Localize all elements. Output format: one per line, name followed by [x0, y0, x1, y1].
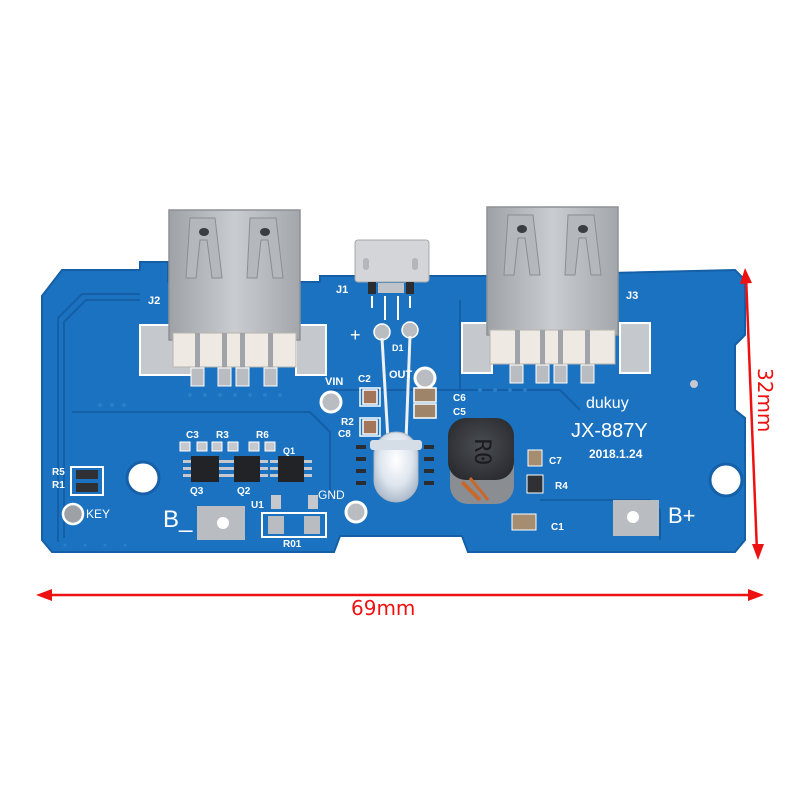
height-dimension-label: 32mm	[753, 368, 777, 433]
c7-label: C7	[549, 456, 562, 467]
r1-label: R1	[52, 480, 65, 491]
r5-label: R5	[52, 467, 65, 478]
b-minus-label: B_	[163, 506, 193, 533]
brand-label: dukuy	[586, 395, 629, 412]
c6-label: C6	[453, 393, 466, 404]
svg-text:R0: R0	[469, 439, 494, 466]
single-via	[690, 380, 698, 388]
r6-label: R6	[256, 430, 269, 441]
r3-label: R3	[216, 430, 229, 441]
key-button-pad	[61, 502, 85, 526]
j3-label: J3	[626, 290, 639, 302]
vin-label: VIN	[325, 376, 344, 388]
key-label: KEY	[86, 507, 111, 521]
j1-label: J1	[336, 284, 349, 296]
q2-label: Q2	[237, 486, 251, 497]
usb-port-j2	[139, 209, 327, 387]
out-test-pad	[413, 366, 437, 390]
out-label: OUT	[389, 369, 413, 381]
vin-test-pad	[319, 390, 343, 414]
led-d1	[370, 431, 422, 503]
c2-label: C2	[358, 374, 371, 385]
height-dimension-line	[740, 268, 764, 560]
r2-label: R2	[341, 417, 354, 428]
q3-label: Q3	[190, 486, 204, 497]
mounting-hole-left	[125, 460, 161, 496]
d1-label: D1	[392, 343, 404, 353]
gnd-label: GND	[318, 488, 345, 502]
r4-label: R4	[555, 481, 568, 492]
usb-port-j3	[461, 206, 651, 384]
u1-label: U1	[251, 500, 264, 511]
c3-label: C3	[186, 430, 199, 441]
mounting-hole-right	[708, 462, 744, 498]
q1-label: Q1	[283, 446, 296, 456]
gnd-test-pad	[344, 500, 368, 524]
plus-label: +	[350, 325, 361, 345]
c8-label: C8	[338, 429, 351, 440]
date-label: 2018.1.24	[589, 447, 643, 461]
j2-label: J2	[148, 295, 161, 307]
width-dimension-label: 69mm	[351, 596, 416, 620]
inductor: R0	[448, 418, 514, 504]
micro-usb-port-j1	[354, 239, 430, 320]
width-dimension-line	[36, 589, 764, 601]
c1-label: C1	[551, 522, 564, 533]
b-plus-label: B+	[668, 503, 696, 528]
model-label: JX-887Y	[571, 420, 648, 442]
r01-label: R01	[283, 539, 302, 550]
c5-label: C5	[453, 407, 466, 418]
